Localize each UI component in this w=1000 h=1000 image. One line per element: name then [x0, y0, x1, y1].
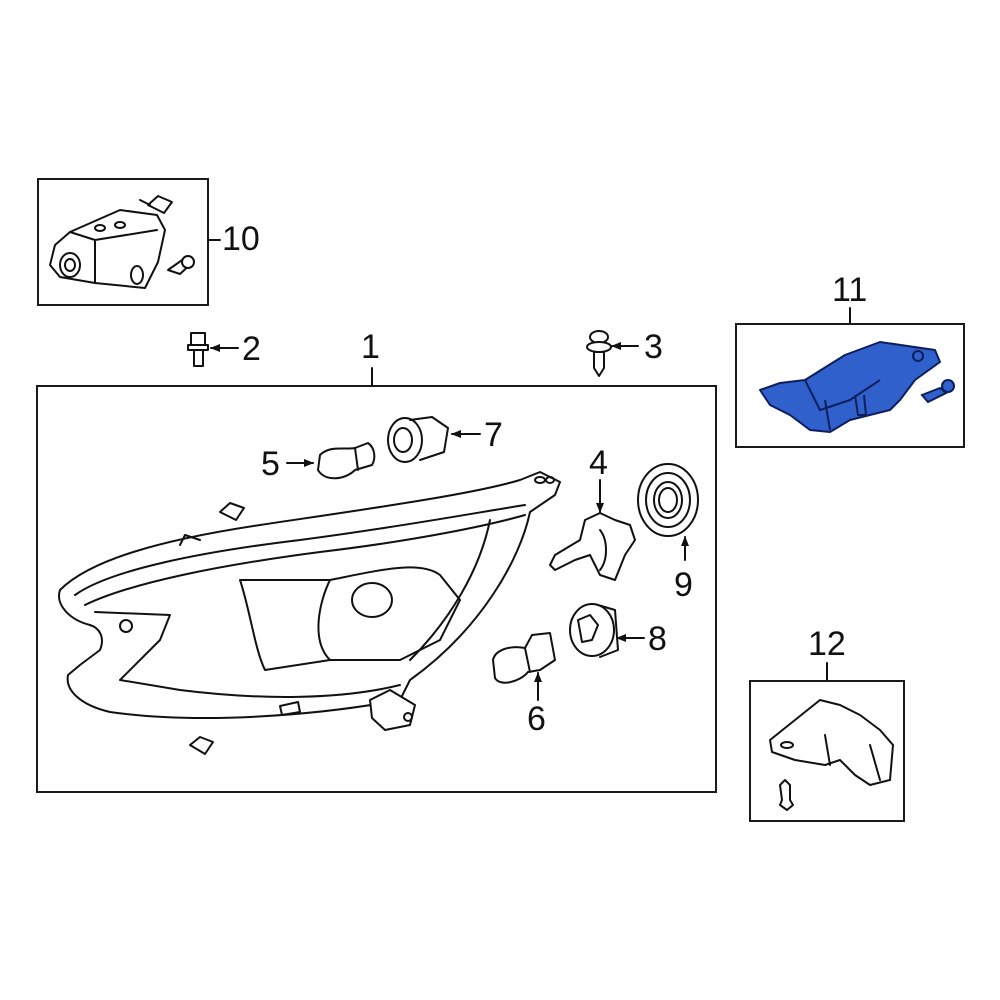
part-8-socket: [569, 603, 619, 658]
callout-8[interactable]: 8: [648, 620, 667, 658]
callout-6[interactable]: 6: [527, 700, 546, 738]
callout-10[interactable]: 10: [222, 220, 260, 258]
callout-4[interactable]: 4: [589, 444, 608, 482]
part-5-bulb: [317, 442, 376, 480]
callout-11[interactable]: 11: [832, 271, 868, 309]
part-6-bulb: [492, 632, 556, 684]
part-4-bulb: [549, 512, 636, 581]
part-2-bolt: [187, 332, 209, 367]
callout-9[interactable]: 9: [674, 566, 693, 604]
callout-1[interactable]: 1: [361, 328, 380, 366]
part-7-socket: [387, 416, 449, 463]
callout-7[interactable]: 7: [484, 416, 503, 454]
callout-2[interactable]: 2: [242, 330, 261, 368]
part-1-headlamp: [58, 471, 561, 755]
part-12-bracket: [769, 699, 894, 811]
callout-3[interactable]: 3: [644, 328, 663, 366]
part-3-clip: [586, 330, 612, 377]
part-9-seal: [637, 463, 699, 537]
callout-12[interactable]: 12: [808, 625, 846, 663]
part-10-bracket: [49, 195, 195, 289]
part-11-bracket-highlighted: [759, 341, 941, 433]
part-11-screw: [920, 379, 955, 404]
callout-5[interactable]: 5: [261, 445, 280, 483]
